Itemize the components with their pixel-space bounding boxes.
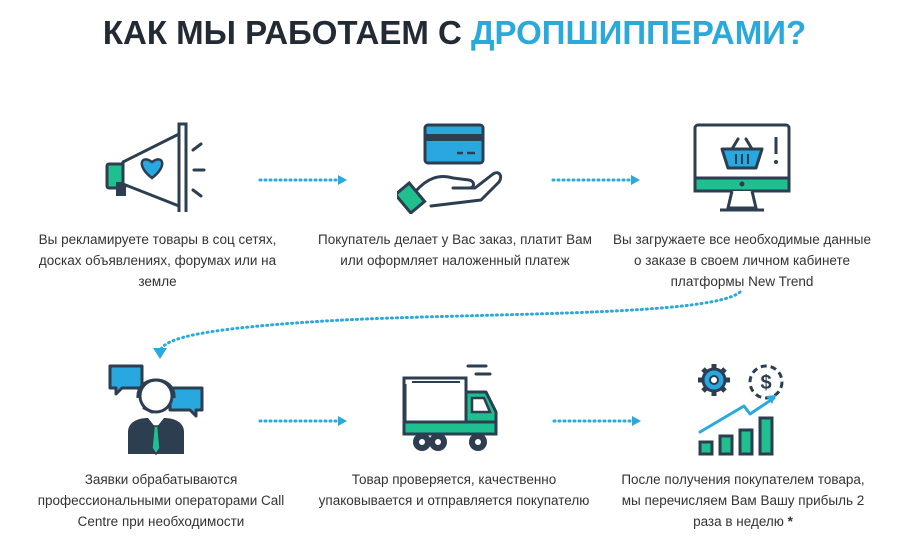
megaphone-heart-icon (103, 122, 213, 218)
step-caption-5: Товар проверяется, качественно упаковыва… (318, 472, 590, 508)
title-accent: ДРОПШИППЕРАМИ? (471, 14, 807, 51)
profit-growth-icon: $ (694, 362, 790, 458)
arrow-right-4 (552, 416, 641, 426)
step-caption-6: После получения покупателем товара, мы п… (612, 469, 874, 532)
arrow-right-2 (551, 175, 640, 185)
page-title: КАК МЫ РАБОТАЕМ С ДРОПШИППЕРАМИ? (0, 14, 909, 52)
monitor-basket-icon (692, 122, 792, 214)
step-caption-1: Вы рекламируете товары в соц сетях, доск… (38, 232, 277, 289)
footnote-asterisk: * (787, 514, 793, 529)
step-caption-4: Заявки обрабатываются профессиональными … (37, 472, 285, 529)
arrow-curve-down (153, 290, 742, 359)
svg-text:$: $ (760, 372, 771, 394)
title-main: КАК МЫ РАБОТАЕМ С (102, 14, 472, 51)
step-caption-3: Вы загружаете все необходимые данные о з… (613, 232, 871, 289)
card-in-hand-icon (393, 122, 507, 216)
arrow-right-1 (258, 175, 347, 185)
step-caption-2: Покупатель делает у Вас заказ, платит Ва… (318, 232, 592, 268)
arrow-right-3 (258, 416, 347, 426)
delivery-truck-icon (398, 362, 502, 458)
call-operator-icon (108, 362, 204, 458)
step-caption-6-text: После получения покупателем товара, мы п… (621, 472, 865, 529)
